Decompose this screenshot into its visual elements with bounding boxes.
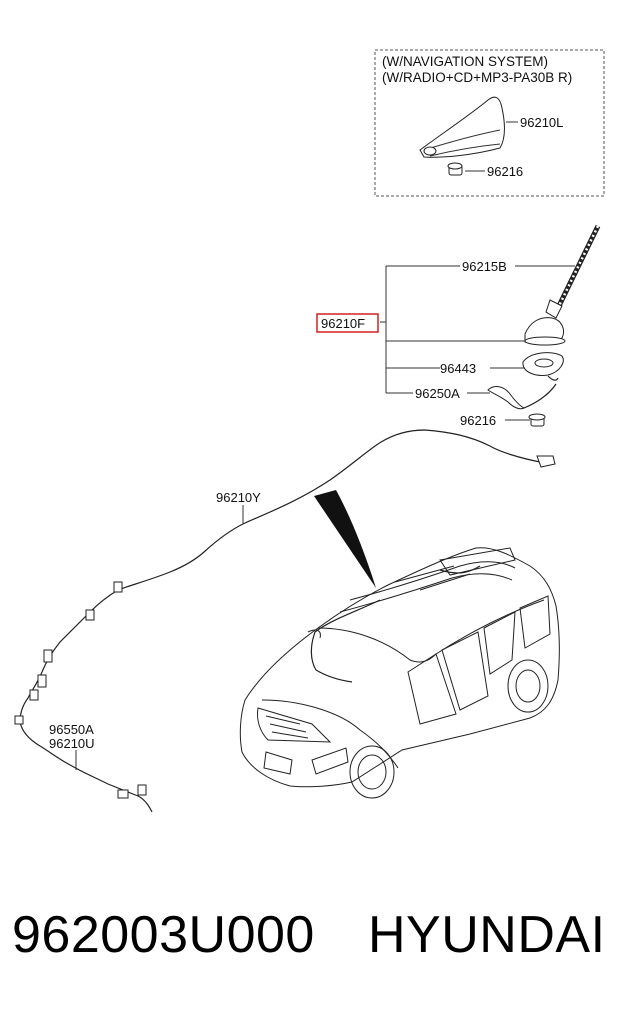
antenna-pad [522,352,564,376]
footer: 962003U000 HYUNDAI [0,905,620,985]
box-header-line2: (W/RADIO+CD+MP3-PA30B R) [382,70,572,85]
label-96210L: 96210L [520,115,563,130]
label-96210F: 96210F [321,316,365,331]
label-96550A: 96550A [49,722,94,737]
part-number: 962003U000 [12,906,315,964]
label-96210Y: 96210Y [216,490,261,505]
highlight-96210F [316,313,379,333]
antenna-nut [528,413,546,427]
antenna-lead [487,375,559,410]
antenna-base [524,317,566,346]
navigation-option-box [374,49,605,197]
location-pointer [314,490,376,588]
vehicle-drawing [239,547,560,799]
front-cable [14,581,153,813]
brand-name: HYUNDAI [368,906,606,964]
shark-fin-antenna [419,96,505,158]
label-96216: 96216 [460,413,496,428]
label-96250A: 96250A [415,386,460,401]
label-96210U: 96210U [49,736,95,751]
box-nut [447,162,463,176]
label-96216-box: 96216 [487,164,523,179]
roof-cable [41,429,556,673]
box-header-line1: (W/NAVIGATION SYSTEM) [382,54,548,69]
antenna-mast [545,224,601,319]
label-96215B: 96215B [462,259,507,274]
label-96443: 96443 [440,361,476,376]
